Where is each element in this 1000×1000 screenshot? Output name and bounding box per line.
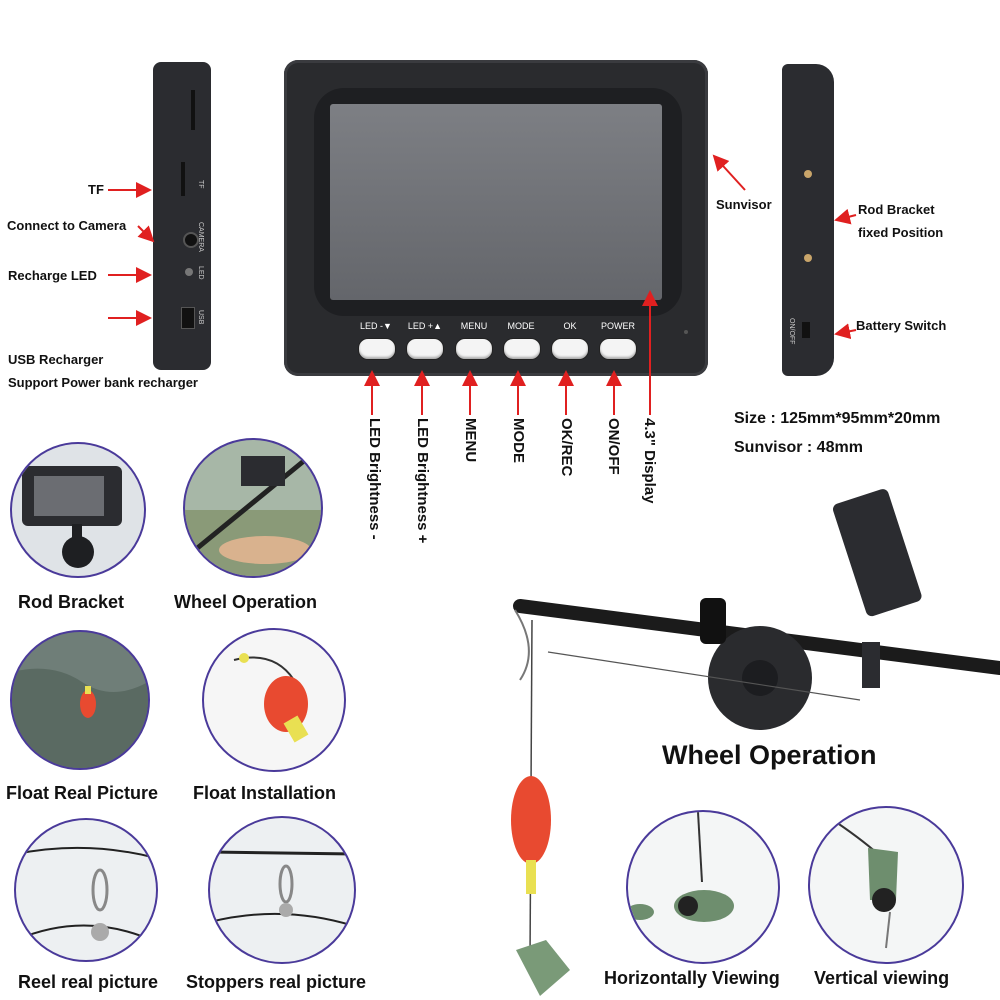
fn-on-off: ON/OFF	[605, 418, 622, 475]
monitor-front: LED -▼ LED +▲ MENU MODE OK POWER	[284, 60, 708, 376]
arrow-sunvisor	[712, 154, 746, 191]
battery-switch[interactable]	[802, 322, 810, 338]
photo-wheel-operation	[183, 438, 323, 578]
monitor-mount	[862, 642, 880, 688]
btn-label-led-down: LED -▼	[360, 321, 392, 331]
menu-button[interactable]	[455, 338, 493, 360]
left-side-view: TF CAMERA LED USB	[153, 62, 211, 370]
fn-menu: MENU	[462, 418, 479, 463]
fn-ok-rec: OK/REC	[558, 418, 575, 477]
usb-port	[181, 307, 195, 329]
tf-slot	[191, 90, 195, 130]
ok-button[interactable]	[551, 338, 589, 360]
arrow-rod-bracket	[834, 208, 857, 225]
btn-label-menu: MENU	[460, 321, 488, 331]
underwater-camera	[516, 940, 570, 996]
rod-mount-hole-bottom	[804, 254, 812, 262]
caption-float-real: Float Real Picture	[6, 783, 159, 803]
rod-bracket-label-2: fixed Position	[858, 225, 944, 240]
led-print: LED	[197, 266, 204, 280]
battery-switch-label: Battery Switch	[856, 318, 947, 333]
rod-mount-hole-top	[804, 170, 812, 178]
recharge-led	[185, 268, 193, 276]
mic-hole	[684, 330, 688, 334]
fn-led-brightness-plus: LED Brightness +	[414, 418, 431, 544]
caption-wheel-operation: Wheel Operation	[174, 592, 318, 612]
btn-label-power: POWER	[600, 321, 635, 331]
tf-print: TF	[197, 180, 204, 189]
btn-label-mode: MODE	[507, 321, 535, 331]
tf-slot-lower	[181, 162, 185, 196]
photo-float-installation	[202, 628, 346, 772]
tf-label: TF	[88, 182, 104, 197]
arrow-battery	[834, 323, 857, 340]
camera-print: CAMERA	[197, 222, 204, 252]
camera-port	[183, 232, 199, 248]
caption-horizontal: Horizontally Viewing	[604, 968, 780, 988]
connect-camera-label: Connect to Camera	[7, 218, 127, 233]
right-side-view: ON/OFF	[782, 64, 834, 376]
led-up-button[interactable]	[406, 338, 444, 360]
spec-size: Size : 125mm*95mm*20mm	[734, 410, 941, 427]
caption-stoppers: Stoppers real picture	[186, 972, 367, 992]
btn-label-ok: OK	[563, 321, 577, 331]
arrow-camera	[137, 225, 155, 243]
led-down-button[interactable]	[358, 338, 396, 360]
main-caption: Wheel Operation	[662, 740, 877, 770]
usb-recharger-label: USB Recharger	[8, 352, 104, 367]
rod-clamp	[700, 598, 726, 644]
photo-horizontal-view	[626, 810, 780, 964]
photo-float-real	[10, 630, 150, 770]
mounted-monitor	[833, 489, 922, 617]
caption-float-installation: Float Installation	[193, 783, 337, 803]
btn-label-led-up: LED +▲	[407, 321, 443, 331]
spec-sunvisor: Sunvisor : 48mm	[734, 439, 863, 456]
fn-mode: MODE	[510, 418, 527, 463]
onoff-print: ON/OFF	[788, 318, 795, 345]
photo-vertical-view	[808, 806, 964, 964]
power-bank-label: Support Power bank recharger	[8, 375, 198, 390]
fn-led-brightness-minus: LED Brightness -	[366, 418, 383, 540]
caption-vertical: Vertical viewing	[814, 968, 950, 988]
sunvisor-label: Sunvisor	[716, 197, 772, 212]
photo-rod-bracket	[10, 442, 146, 578]
caption-reel: Reel real picture	[18, 972, 159, 992]
photo-reel	[14, 818, 158, 962]
power-button[interactable]	[599, 338, 637, 360]
recharge-led-label: Recharge LED	[8, 268, 97, 283]
display-screen	[330, 104, 662, 300]
caption-rod-bracket: Rod Bracket	[18, 592, 125, 612]
usb-print: USB	[197, 310, 204, 325]
mode-button[interactable]	[503, 338, 541, 360]
fn-display: 4.3" Display	[641, 418, 658, 504]
float	[511, 776, 551, 864]
rod-bracket-label-1: Rod Bracket	[858, 202, 935, 217]
photo-stoppers	[208, 816, 356, 964]
